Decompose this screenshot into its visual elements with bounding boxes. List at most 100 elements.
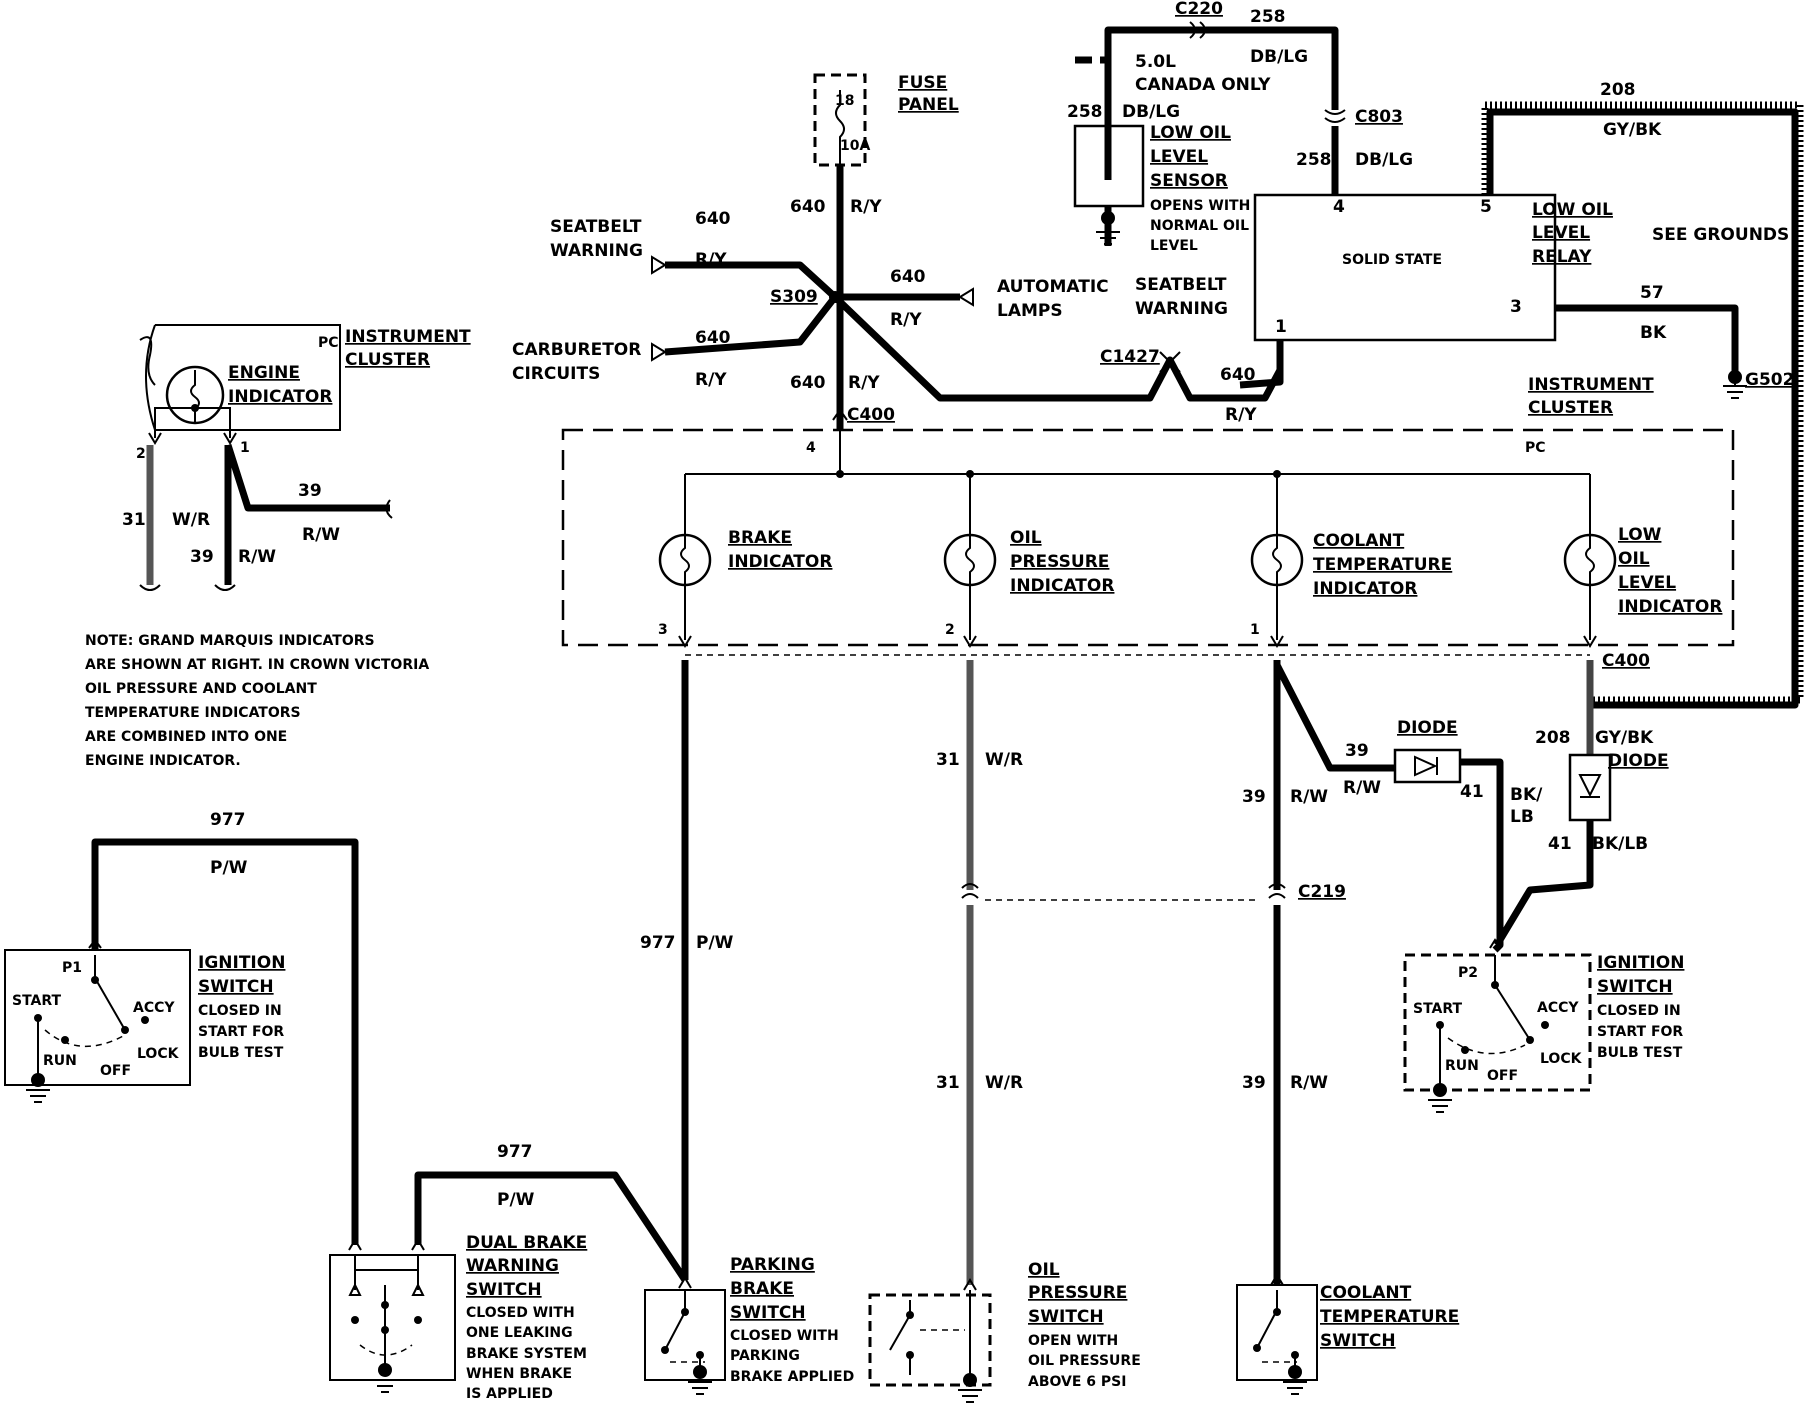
label-dblg-relay: DB/LG [1355,150,1413,170]
label-run-l: RUN [43,1053,77,1069]
label-cool-3: INDICATOR [1313,579,1417,599]
label-pw-mid: P/W [696,933,734,953]
label-dual-6: BRAKE SYSTEM [466,1346,587,1362]
label-accy-l: ACCY [133,1000,175,1016]
label-fuse-panel-1: FUSE [898,73,947,93]
label-fuse-panel-2: PANEL [898,95,959,115]
label-ops-4: OPEN WITH [1028,1333,1118,1349]
label-ign-r-3: CLOSED IN [1597,1003,1681,1019]
label-cool-2: TEMPERATURE [1313,555,1452,575]
label-off-r: OFF [1487,1068,1518,1084]
label-start-l: START [12,993,62,1009]
label-dual-1: DUAL BRAKE [466,1233,587,1253]
label-run-r: RUN [1445,1058,1479,1074]
oil-pressure-switch-box [868,1293,992,1387]
label-cts-2: TEMPERATURE [1320,1307,1459,1327]
ignition-switch-box [4,949,191,1086]
label-pin2-c: 2 [945,622,955,638]
label-dual-3: SWITCH [466,1280,542,1300]
label-rw-b: R/W [1290,1073,1328,1093]
right-ignition-switch [1403,953,1592,1113]
label-ign-l-1: IGNITION [198,953,285,973]
label-auto-lamps-2: LAMPS [997,301,1063,321]
label-park-3: SWITCH [730,1303,806,1323]
label-ops-2: PRESSURE [1028,1283,1127,1303]
label-977-bot: 977 [497,1142,533,1162]
label-dblg-top: DB/LG [1250,47,1308,67]
label-p2: P2 [1458,965,1478,981]
label-640-up: 640 [790,197,826,217]
label-pin3-c: 3 [658,622,668,638]
label-fuse-18: 18 [835,93,854,109]
label-note-3: OIL PRESSURE AND COOLANT [85,681,317,697]
label-note-5: ARE COMBINED INTO ONE [85,729,287,745]
label-park-6: BRAKE APPLIED [730,1369,854,1385]
label-engine-1: ENGINE [228,363,300,383]
label-note-6: ENGINE INDICATOR. [85,753,241,769]
connector-c803-symbol [1324,109,1346,123]
label-39-a: 39 [1242,787,1266,807]
relay-box [1253,193,1557,342]
label-31-b: 31 [936,1073,960,1093]
label-ic-right-2: CLUSTER [1528,398,1613,418]
splice-s309-wires [651,255,1284,421]
parking-brake-switch [644,1276,726,1395]
label-258-relay: 258 [1296,150,1332,170]
label-bklb-b: BK/LB [1592,834,1648,854]
label-park-1: PARKING [730,1255,815,1275]
label-640-relay: 640 [1220,365,1256,385]
label-p1: P1 [62,960,82,976]
label-dblg-sensor: DB/LG [1122,102,1180,122]
label-bklb-a-1: BK/ [1510,785,1543,805]
label-relay-3: RELAY [1532,247,1592,267]
label-solid-state: SOLID STATE [1342,252,1442,268]
label-bk: BK [1640,323,1667,343]
oil-pressure-switch [868,1278,992,1403]
label-c803: C803 [1355,107,1403,127]
label-brake-2: INDICATOR [728,552,832,572]
label-ops-3: SWITCH [1028,1307,1104,1327]
label-57: 57 [1640,283,1664,303]
label-ign-l-5: BULB TEST [198,1045,284,1061]
label-rw-a: R/W [1290,787,1328,807]
label-rw-l: R/W [302,525,340,545]
diode-b [1568,753,1612,822]
label-pin3: 3 [1510,297,1522,317]
label-start-r: START [1413,1001,1463,1017]
label-640-sb: 640 [695,209,731,229]
label-seatbelt-left-1: SEATBELT [550,217,642,237]
label-ry-relay: R/Y [1225,405,1257,425]
label-gybk-top: GY/BK [1603,120,1662,140]
label-oilp-2: PRESSURE [1010,552,1109,572]
label-pin1-l: 1 [240,440,250,456]
label-39-b: 39 [1242,1073,1266,1093]
instrument-cluster-box [561,428,1735,647]
label-ops-1: OIL [1028,1260,1060,1280]
label-ign-r-4: START FOR [1597,1024,1683,1040]
label-diode-a: DIODE [1397,718,1458,738]
label-pin2-l: 2 [136,446,146,462]
label-c1427: C1427 [1100,347,1160,367]
label-pw-top: P/W [210,858,248,878]
label-ic-right-1: INSTRUMENT [1528,375,1654,395]
label-canada-1: 5.0L [1135,52,1176,72]
label-pw-bot: P/W [497,1190,535,1210]
label-lock-l: LOCK [137,1046,180,1062]
label-seatbelt-right-2: WARNING [1135,299,1228,319]
label-sensor-3: SENSOR [1150,171,1228,191]
label-ry-carb: R/Y [695,370,727,390]
label-oilp-3: INDICATOR [1010,576,1114,596]
label-fuse-10a: 10A [840,138,870,154]
label-bklb-a-2: LB [1510,807,1534,827]
label-41-b: 41 [1548,834,1572,854]
label-relay-2: LEVEL [1532,223,1590,243]
label-sensor-note-2: NORMAL OIL [1150,218,1249,234]
label-31-l: 31 [122,510,146,530]
label-ign-l-4: START FOR [198,1024,284,1040]
label-note-4: TEMPERATURE INDICATORS [85,705,301,721]
label-wr-b: W/R [985,1073,1023,1093]
label-640-carb: 640 [695,328,731,348]
label-c220: C220 [1175,0,1223,19]
left-instrument-cluster [139,324,393,591]
